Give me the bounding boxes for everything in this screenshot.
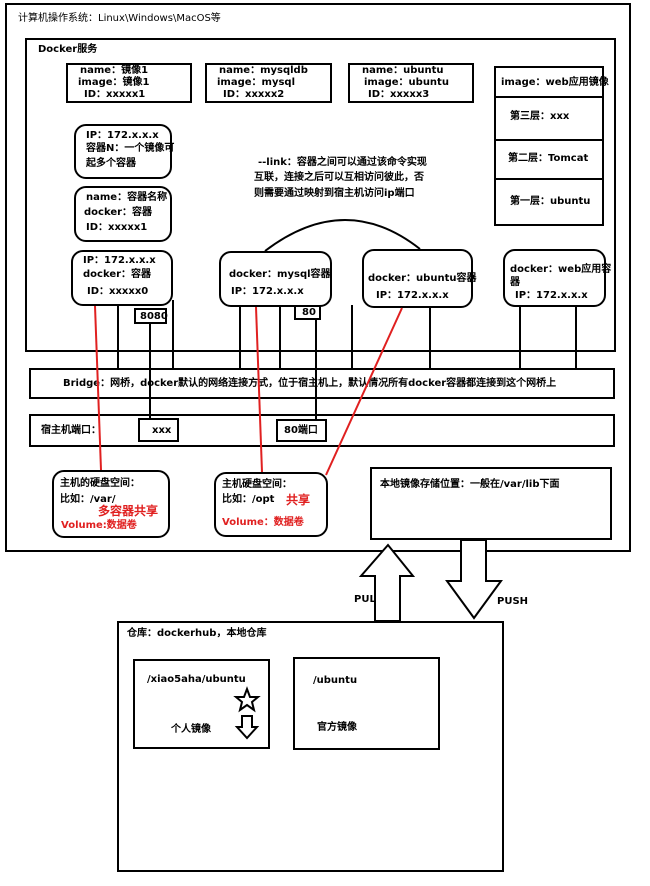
disk-1-share: 多容器共享 [98,504,159,518]
container-mysql-ip: IP：172.x.x.x [231,286,304,297]
repo-personal-label: 个人镜像 [171,724,211,735]
container-ubuntu-ip: IP：172.x.x.x [376,290,449,301]
layer-3: 第三层：xxx [510,111,570,122]
container-mysql-docker: docker：mysql容器 [229,269,331,280]
web-image-box: image：web应用镜像 第三层：xxx 第二层：Tomcat 第一层：ubu… [494,66,609,226]
image-2-image: image：mysql [217,77,296,88]
host-port-80: 80端口 [276,419,327,442]
container-0-docker: docker：容器 [83,269,152,280]
disk-box-2: 主机硬盘空间： 比如：/opt 共享 Volume：数据卷 [214,472,328,537]
bridge-bar: Bridge：网桥，docker默认的网络连接方式，位于宿主机上，默认情况所有d… [29,368,615,399]
image-1-image: image：镜像1 [78,77,150,88]
pull-label: PULL [354,594,383,605]
layer-1: 第一层：ubuntu [510,196,591,207]
container-port-80-label: 80 [302,307,316,318]
container-note-box: IP：172.x.x.x 容器N：一个镜像可 起多个容器 [74,124,175,179]
layer-divider-2 [496,139,602,141]
disk-2-example: 比如：/opt [222,494,275,505]
image-2-id: ID：xxxxx2 [223,89,285,100]
link-note-3: 则需要通过映射到宿主机访问ip端口 [254,188,415,199]
image-3-id: ID：xxxxx3 [368,89,430,100]
layer-divider-3 [496,178,602,180]
container-mysql-box: docker：mysql容器 IP：172.x.x.x [219,251,332,307]
local-store-label: 本地镜像存储位置：一般在/var/lib下面 [380,479,560,490]
bridge-label: Bridge：网桥，docker默认的网络连接方式，位于宿主机上，默认情况所有d… [63,378,557,389]
pull-arrow [358,543,416,622]
image-3-image: image：ubuntu [364,77,449,88]
container-note-ip: IP：172.x.x.x [86,130,159,141]
container-port-80: 80 [294,305,321,320]
container-port-8080: 8080 [134,308,168,324]
local-store-box: 本地镜像存储位置：一般在/var/lib下面 [370,467,612,540]
mount-line-c0 [94,305,102,471]
repo-personal-path: /xiao5aha/ubuntu [147,674,246,685]
image-1-id: ID：xxxxx1 [84,89,146,100]
host-port-label: 宿主机端口： [41,425,101,436]
layer-2: 第二层：Tomcat [508,153,589,164]
host-port-xxx-label: xxx [152,425,172,436]
down-arrow-icon [234,715,260,740]
link-note-1: --link：容器之间可以通过该命令实现 [258,157,427,168]
link-note-2: 互联，连接之后可以互相访问彼此，否 [254,172,424,183]
push-label: PUSH [497,596,529,607]
container-port-8080-label: 8080 [140,311,168,322]
disk-2-volume: Volume：数据卷 [222,517,304,528]
os-title: 计算机操作系统：Linux\Windows\MacOS等 [18,13,221,24]
push-arrow [445,539,503,620]
container-named-id: ID：xxxxx1 [86,222,148,233]
repo-title: 仓库：dockerhub，本地仓库 [127,628,267,639]
image-1-name: name：镜像1 [80,65,149,76]
container-ubuntu-box: docker：ubuntu容器 IP：172.x.x.x [362,249,477,308]
container-0-ip: IP：172.x.x.x [83,255,156,266]
repo-official-path: /ubuntu [313,675,358,686]
repo-official-label: 官方镜像 [317,722,357,733]
container-named-name: name：容器名称 [86,192,168,203]
disk-1-example: 比如：/var/ [60,494,116,505]
container-named-docker: docker：容器 [84,207,153,218]
repo-official-box: /ubuntu 官方镜像 [293,657,440,750]
container-0-box: IP：172.x.x.x docker：容器 ID：xxxxx0 [71,250,173,306]
disk-1-volume: Volume:数据卷 [61,520,137,531]
image-box-1: name：镜像1 image：镜像1 ID：xxxxx1 [66,63,192,103]
container-named-box: name：容器名称 docker：容器 ID：xxxxx1 [74,186,172,242]
container-web-ip: IP：172.x.x.x [515,290,588,301]
layer-divider-1 [496,96,602,98]
host-port-xxx: xxx [138,418,179,442]
star-icon [233,686,261,713]
disk-2-share: 共享 [286,493,311,507]
image-2-name: name：mysqldb [219,65,308,76]
container-web-docker: docker：web应用容 [510,264,612,275]
container-web-docker-cont: 器 [510,277,520,288]
container-note-line2: 容器N：一个镜像可 [86,143,175,154]
container-note-line3: 起多个容器 [86,158,136,169]
link-curve [264,219,421,252]
image-box-2: name：mysqldb image：mysql ID：xxxxx2 [205,63,332,103]
container-0-id: ID：xxxxx0 [87,286,149,297]
image-3-name: name：ubuntu [362,65,444,76]
docker-service-title: Docker服务 [38,44,98,55]
container-ubuntu-docker: docker：ubuntu容器 [368,273,477,284]
image-box-3: name：ubuntu image：ubuntu ID：xxxxx3 [348,63,474,103]
disk-2-title: 主机硬盘空间： [222,479,292,490]
mount-line-mysql [255,306,263,473]
mount-line-ubuntu [325,307,403,476]
web-image-title: image：web应用镜像 [501,77,609,88]
disk-box-1: 主机的硬盘空间： 比如：/var/ 多容器共享 Volume:数据卷 [52,470,170,538]
container-web-box: docker：web应用容 器 IP：172.x.x.x [503,249,611,307]
disk-1-title: 主机的硬盘空间： [60,478,140,489]
host-port-80-label: 80端口 [284,425,318,436]
